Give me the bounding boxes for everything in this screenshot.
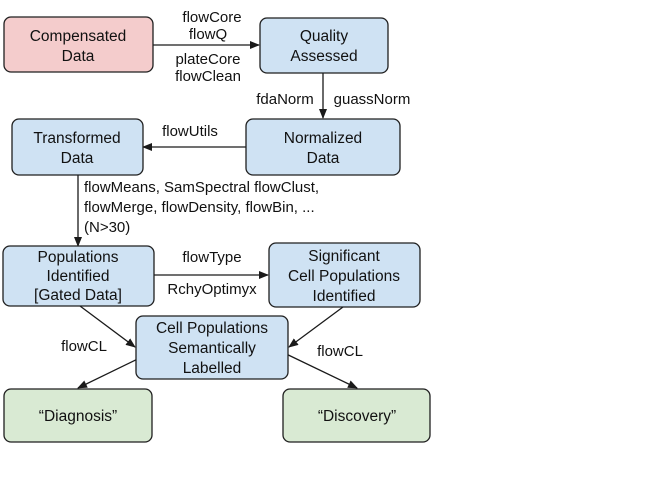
node-quality-assessed: Quality Assessed <box>259 17 389 74</box>
node-discovery: “Discovery” <box>282 388 431 443</box>
node-label-line: [Gated Data] <box>34 287 122 304</box>
node-transformed-data: Transformed Data <box>11 118 144 176</box>
node-label-line: Labelled <box>183 360 242 377</box>
node-label-line: Normalized <box>284 130 362 147</box>
node-significant-populations: Significant Cell Populations Identified <box>268 242 421 308</box>
edge-semantic-to-discovery <box>279 350 358 389</box>
edge-significant-to-semantic <box>288 306 344 348</box>
node-label-line: “Discovery” <box>318 408 396 425</box>
edges <box>74 41 358 389</box>
edge-label-flowcore: flowCore <box>182 9 241 26</box>
edge-label-gating-line-2: flowMerge, flowDensity, flowBin, ... <box>84 199 315 216</box>
node-label-line: Populations <box>37 249 118 266</box>
node-label-line: Significant <box>308 248 380 265</box>
node-populations-identified: Populations Identified [Gated Data] <box>2 245 155 307</box>
edge-label-rchyoptimyx: RchyOptimyx <box>167 281 257 298</box>
node-label-line: Compensated <box>30 28 127 45</box>
node-label-line: Cell Populations <box>156 320 268 337</box>
node-label-line: “Diagnosis” <box>39 408 117 425</box>
edge-label-flowcl-left: flowCL <box>61 338 107 355</box>
edge-labels: flowCore flowQ plateCore flowClean fdaNo… <box>61 9 410 360</box>
node-diagnosis: “Diagnosis” <box>3 388 153 443</box>
node-label-line: Transformed <box>33 130 120 147</box>
edge-label-flowcl-right: flowCL <box>317 343 363 360</box>
edge-label-flowq: flowQ <box>189 26 227 43</box>
node-label-line: Data <box>307 150 340 167</box>
node-label-line: Data <box>62 48 95 65</box>
node-label-line: Cell Populations <box>288 268 400 285</box>
node-label-line: Quality <box>300 28 348 45</box>
edge-label-platecore: plateCore <box>175 51 240 68</box>
edge-label-flowclean: flowClean <box>175 68 241 85</box>
node-normalized-data: Normalized Data <box>245 118 401 176</box>
edge-label-fdanorm: fdaNorm <box>256 91 314 108</box>
node-compensated-data: Compensated Data <box>3 16 154 73</box>
edge-label-flowutils: flowUtils <box>162 123 218 140</box>
node-label-line: Data <box>61 150 94 167</box>
node-semantically-labelled: Cell Populations Semantically Labelled <box>135 315 289 380</box>
node-label-line: Identified <box>313 288 376 305</box>
node-label-line: Semantically <box>168 340 256 357</box>
edge-populations-to-semantic <box>79 305 136 348</box>
edge-label-gating-line-3: (N>30) <box>84 219 130 236</box>
edge-label-flowtype: flowType <box>182 249 241 266</box>
edge-label-guassnorm: guassNorm <box>334 91 411 108</box>
node-label-line: Identified <box>47 268 110 285</box>
node-label-line: Assessed <box>290 48 357 65</box>
edge-label-gating-line-1: flowMeans, SamSpectral flowClust, <box>84 179 319 196</box>
